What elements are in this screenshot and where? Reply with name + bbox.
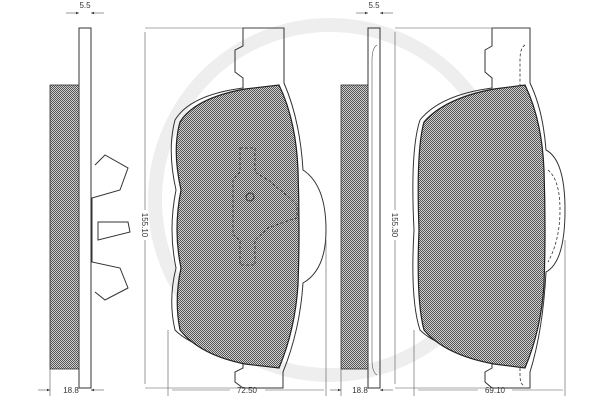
left-pad-hidden-features: [232, 147, 298, 266]
right-side-view: [340, 27, 381, 389]
right-pad-front-view: [412, 27, 566, 389]
dim-right-plate-thickness: 5.5: [368, 1, 380, 10]
left-pad-front-view: [170, 27, 327, 389]
right-backing-plate: [367, 27, 381, 389]
dim-left-pad-width: 72.50: [237, 386, 258, 395]
dimension-lines: [38, 11, 566, 396]
dim-right-pad-width: 69.10: [485, 386, 506, 395]
right-friction-material: [417, 84, 546, 369]
dim-left-total-thickness: 18.8: [63, 386, 79, 395]
dim-right-total-thickness: 18.8: [352, 386, 368, 395]
right-friction-side: [340, 84, 369, 370]
dim-right-pad-height: 155.30: [390, 213, 399, 238]
anti-rattle-clip: [91, 154, 131, 301]
left-side-view: [49, 27, 131, 389]
left-backing-plate: [78, 27, 92, 389]
dimension-labels: 5.5 5.5 18.8 18.8 72.50 69.10 155.10 155…: [63, 1, 505, 395]
left-friction-side: [49, 84, 80, 370]
left-friction-material: [175, 84, 300, 369]
dim-left-plate-thickness: 5.5: [79, 1, 91, 10]
dim-left-pad-height: 155.10: [140, 213, 149, 238]
left-pad-center-hole: [245, 192, 255, 202]
